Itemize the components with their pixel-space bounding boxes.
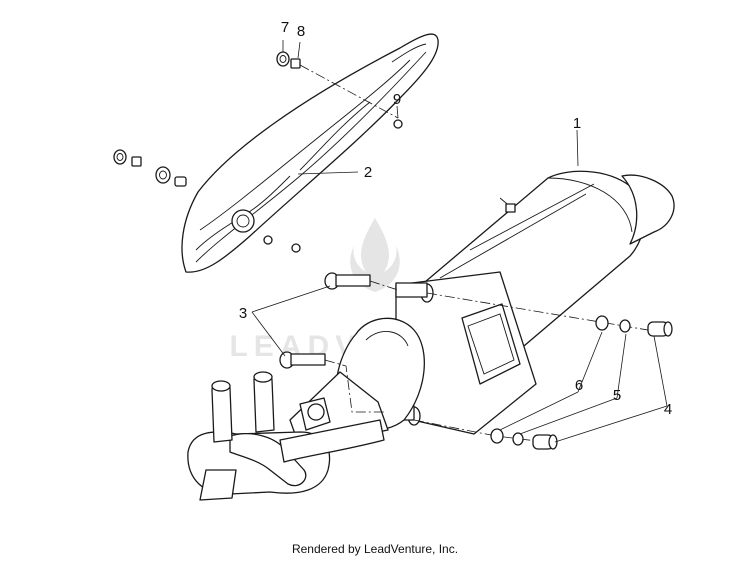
exhaust-manifold xyxy=(187,371,385,501)
callout-3: 3 xyxy=(239,305,247,322)
callout-4: 4 xyxy=(664,401,672,418)
muffler-bracket xyxy=(383,271,537,435)
bolt-lower xyxy=(279,351,326,369)
shield-screw-7 xyxy=(276,51,290,67)
callout-2: 2 xyxy=(364,164,372,181)
flame-logo-icon xyxy=(350,218,400,292)
spacer-4-upper xyxy=(647,321,673,337)
spacer-4-lower xyxy=(532,434,558,450)
washer-5-lower xyxy=(512,432,524,446)
callout-6: 6 xyxy=(575,377,583,394)
heat-shield xyxy=(181,33,439,273)
callout-7: 7 xyxy=(281,19,289,36)
clip-9 xyxy=(393,119,403,129)
callout-8: 8 xyxy=(297,23,305,40)
washer-6-lower xyxy=(490,428,504,444)
bolt-upper xyxy=(324,272,371,290)
callout-1: 1 xyxy=(573,115,581,132)
shield-washer-8 xyxy=(290,58,301,69)
callout-9: 9 xyxy=(393,91,401,108)
footer-credit: Rendered by LeadVenture, Inc. xyxy=(291,542,459,556)
left-hardware xyxy=(113,149,301,253)
washer-5-upper xyxy=(619,319,631,333)
callout-5: 5 xyxy=(613,387,621,404)
washer-6-upper xyxy=(595,315,609,331)
